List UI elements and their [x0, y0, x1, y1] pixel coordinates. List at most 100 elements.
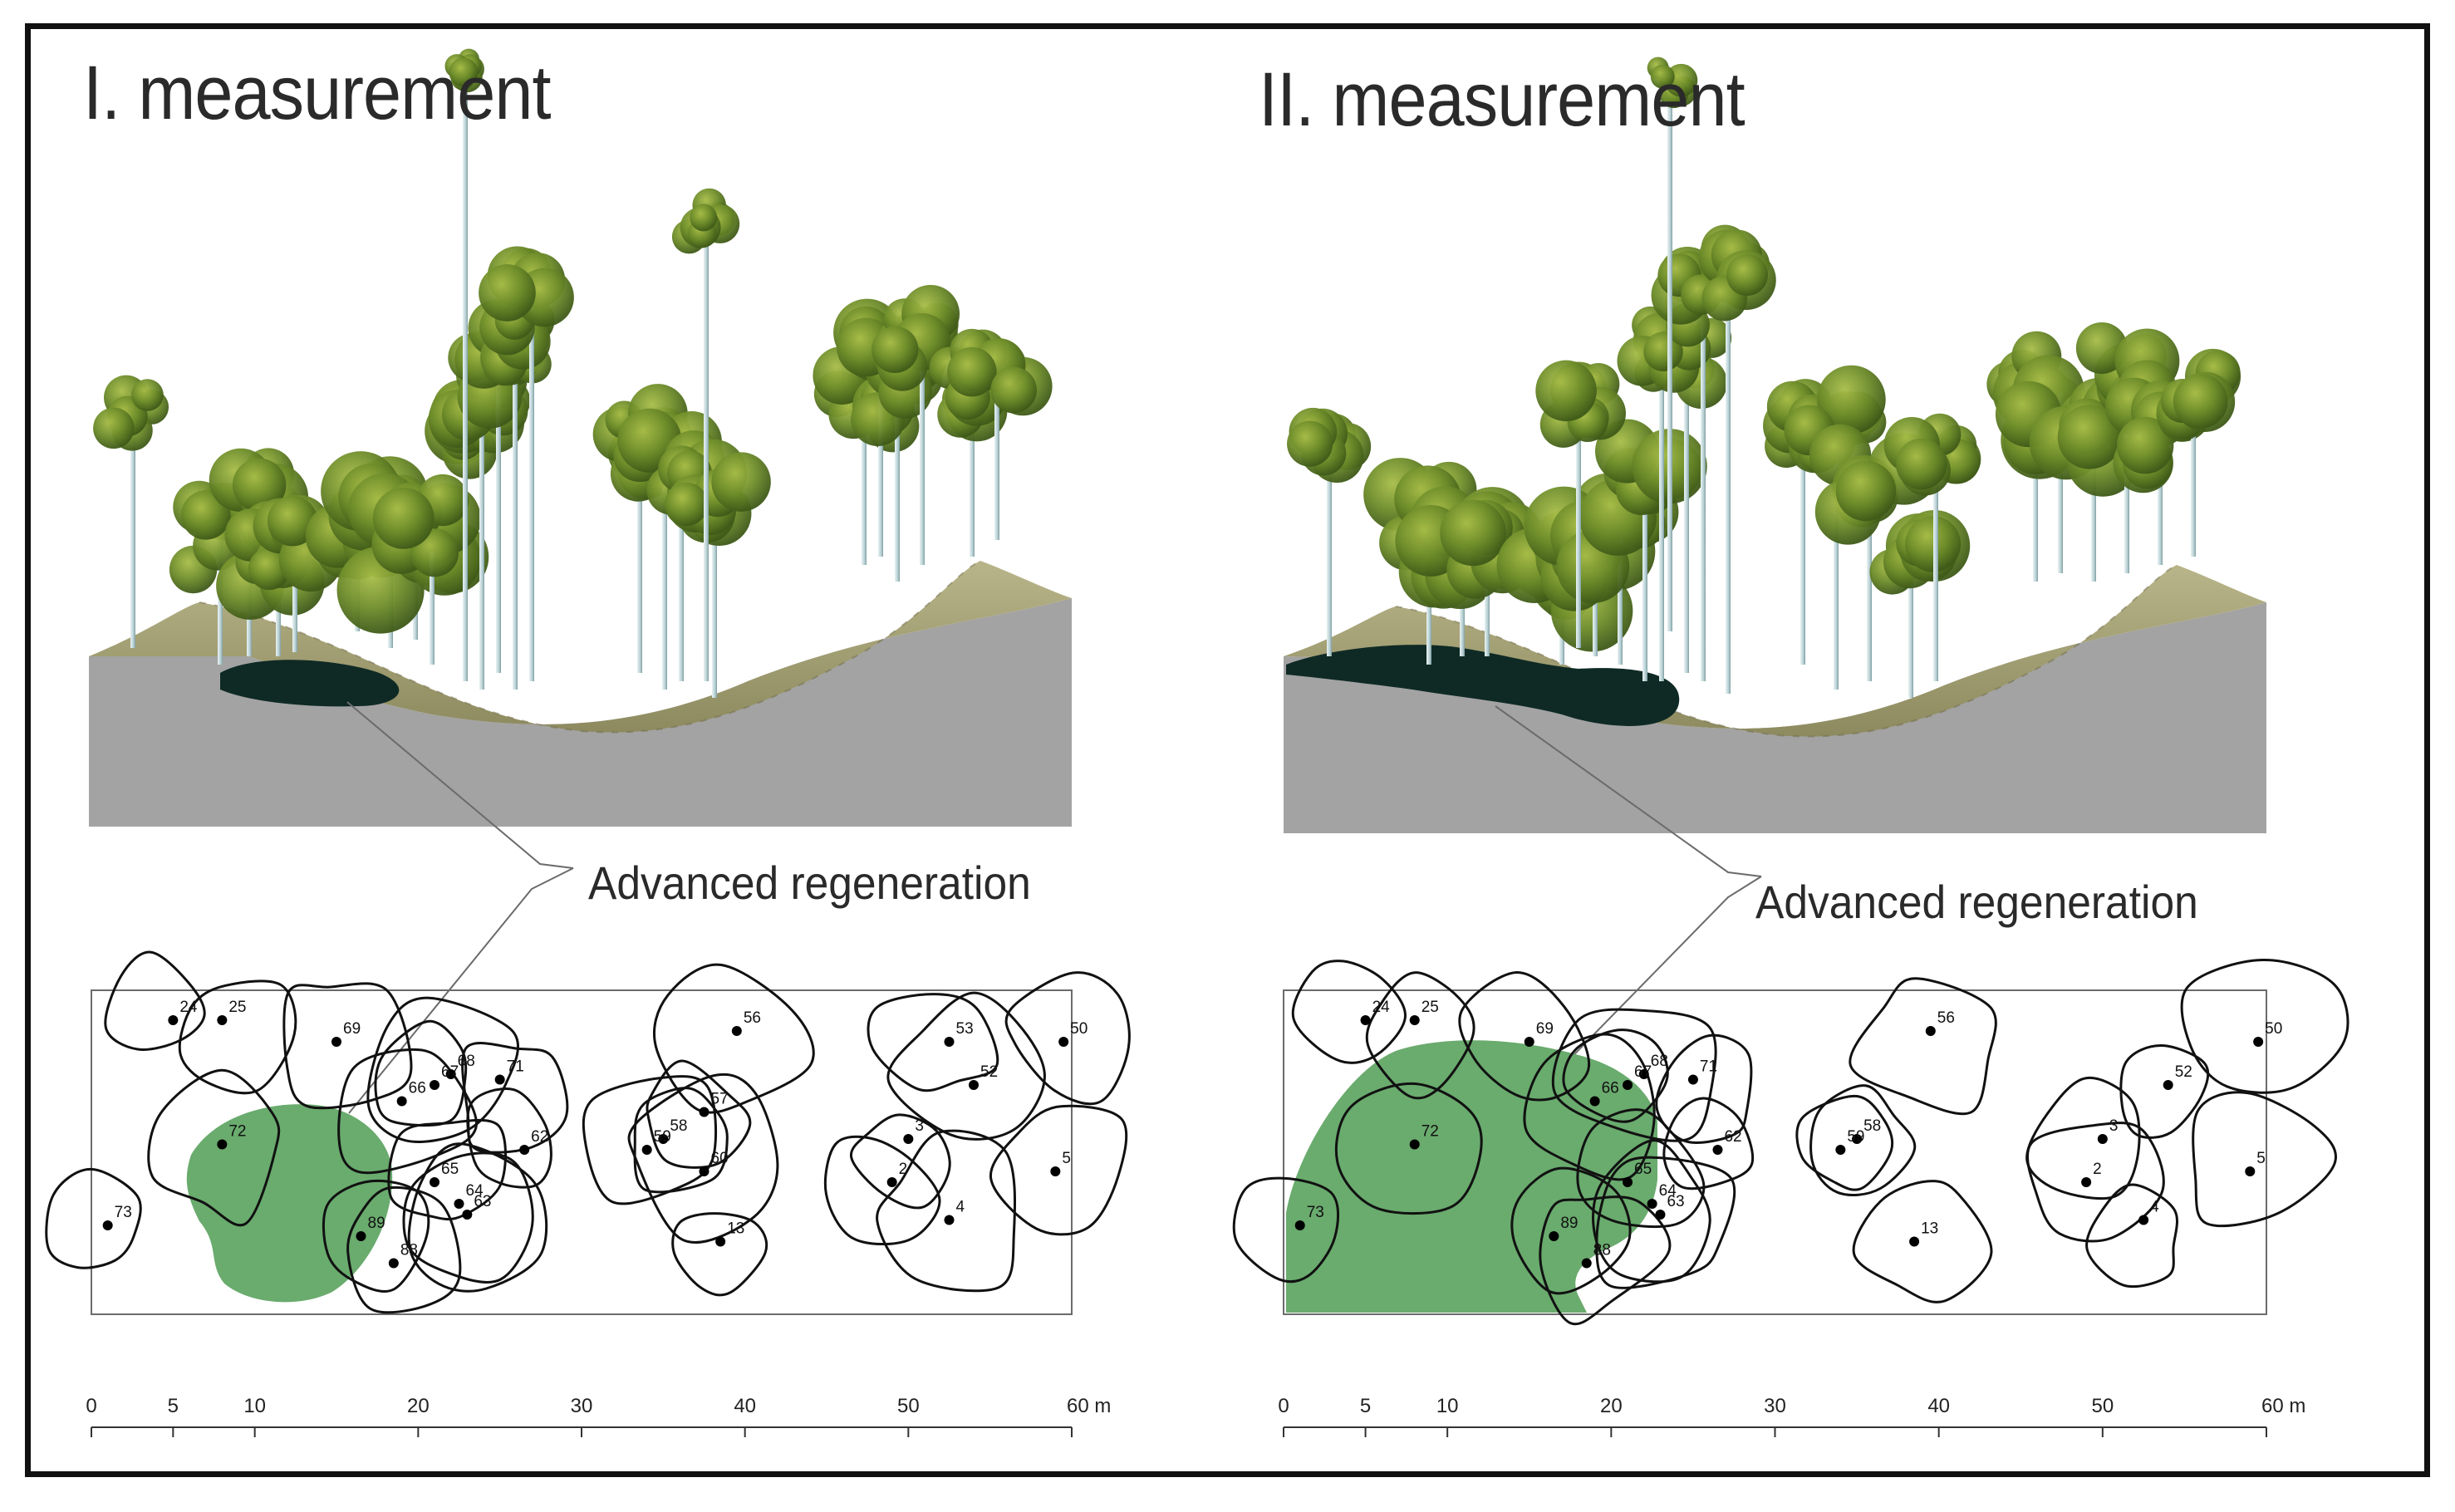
axis-tick-label: 5 [1360, 1395, 1371, 1417]
axis-tick-label: 5 [168, 1395, 179, 1417]
tree-label: 25 [1421, 999, 1439, 1016]
axis-tick-label: 60 m [1067, 1395, 1111, 1417]
tree-trunk [1576, 389, 1581, 648]
tree-point [2163, 1080, 2173, 1090]
tree-trunk [479, 380, 484, 690]
tree-crown [1287, 407, 1372, 484]
crown-outline [1655, 1033, 1753, 1144]
tree-point [1581, 1258, 1592, 1269]
tree-label: 89 [1560, 1215, 1578, 1232]
plot-boundary [1283, 989, 2267, 1315]
tree-label: 53 [956, 1020, 974, 1038]
tree-label: 25 [228, 999, 246, 1016]
plot-boundary [91, 989, 1073, 1315]
crown-outline [989, 1104, 1128, 1236]
crown-outline [1562, 1028, 1669, 1123]
tree-point [944, 1037, 955, 1047]
tree-point [396, 1096, 407, 1107]
tree-crown [479, 246, 574, 356]
crown-outline [366, 996, 519, 1143]
tree-label: 2 [899, 1161, 908, 1178]
tree-point [886, 1177, 897, 1187]
axis-tick-label: 50 [897, 1395, 920, 1417]
tree-crown [1883, 413, 1981, 496]
callout-lines [346, 701, 574, 1114]
crown-outline [1291, 960, 1407, 1064]
tree-point [1549, 1231, 1559, 1241]
tree-trunk [637, 436, 642, 673]
tree-trunk [2191, 380, 2196, 557]
tree-point [519, 1145, 530, 1155]
terrain-3d-block [89, 560, 1072, 827]
tree-trunk [1726, 268, 1731, 694]
tree-label: 3 [2109, 1117, 2119, 1135]
tree-point [1623, 1177, 1633, 1187]
tree-label: 60 [711, 1150, 729, 1167]
tree-label: 66 [1602, 1080, 1619, 1097]
tree-label: 63 [1667, 1193, 1684, 1210]
tree-point [944, 1215, 955, 1225]
regeneration-patch-map [1286, 1040, 1657, 1313]
axis-tick-label: 50 [2091, 1395, 2114, 1417]
tree-label: 64 [1659, 1182, 1677, 1200]
tree-point [1524, 1037, 1534, 1047]
tree-crown [1647, 56, 1698, 109]
panel-title: II. measurement [1259, 57, 1746, 142]
tree-point [1360, 1015, 1371, 1025]
tree-trunk [430, 521, 435, 665]
tree-point [445, 1069, 456, 1079]
tree-point [217, 1015, 228, 1025]
tree-point [1050, 1166, 1061, 1176]
tree-label: 73 [1307, 1204, 1324, 1221]
crown-outline [1576, 1108, 1706, 1228]
crown-outline [104, 950, 206, 1051]
axis-tick-label: 10 [243, 1395, 266, 1417]
crown-outline [346, 1186, 462, 1314]
crown-outline [2180, 958, 2349, 1094]
tree-label: 13 [727, 1220, 744, 1238]
crown-outline [646, 1059, 752, 1169]
crown-outline [1458, 970, 1591, 1102]
tree-crown [2156, 348, 2241, 442]
regeneration-patch-map [186, 1104, 393, 1303]
regeneration-patch-3d [1286, 645, 1680, 726]
crown-outlines [45, 950, 1131, 1314]
crown-outline [652, 963, 815, 1114]
tree-point [1638, 1069, 1649, 1079]
tree-label: 71 [1700, 1058, 1717, 1076]
crown-outline [387, 1118, 507, 1221]
tree-crown [1809, 424, 1940, 545]
tree-point [1655, 1210, 1666, 1220]
tree-point [430, 1080, 439, 1090]
tree-label: 62 [531, 1128, 548, 1146]
forest-3d [93, 48, 1053, 698]
axis-tick-label: 30 [1764, 1395, 1786, 1417]
tree-label: 69 [343, 1020, 361, 1038]
tree-crown [872, 284, 960, 391]
tree-label: 67 [1634, 1063, 1652, 1081]
crown-outline [2025, 1077, 2141, 1200]
tree-point [731, 1026, 742, 1036]
tree-trunk [712, 493, 717, 698]
crown-outline [633, 1087, 729, 1194]
tree-trunk [895, 374, 900, 582]
crown-outline [2085, 1183, 2178, 1289]
forest-3d [1287, 56, 2241, 698]
tree-label: 24 [1372, 999, 1391, 1016]
tree-label: 69 [1536, 1020, 1554, 1038]
tree-point [715, 1236, 726, 1247]
crown-outline [1539, 1195, 1672, 1326]
tree-trunk [679, 463, 684, 681]
crown-outlines [1232, 958, 2349, 1326]
tree-label: 57 [711, 1091, 729, 1108]
tree-label: 58 [670, 1117, 687, 1135]
tree-trunk [2091, 415, 2096, 582]
axis-tick-label: 10 [1436, 1395, 1459, 1417]
